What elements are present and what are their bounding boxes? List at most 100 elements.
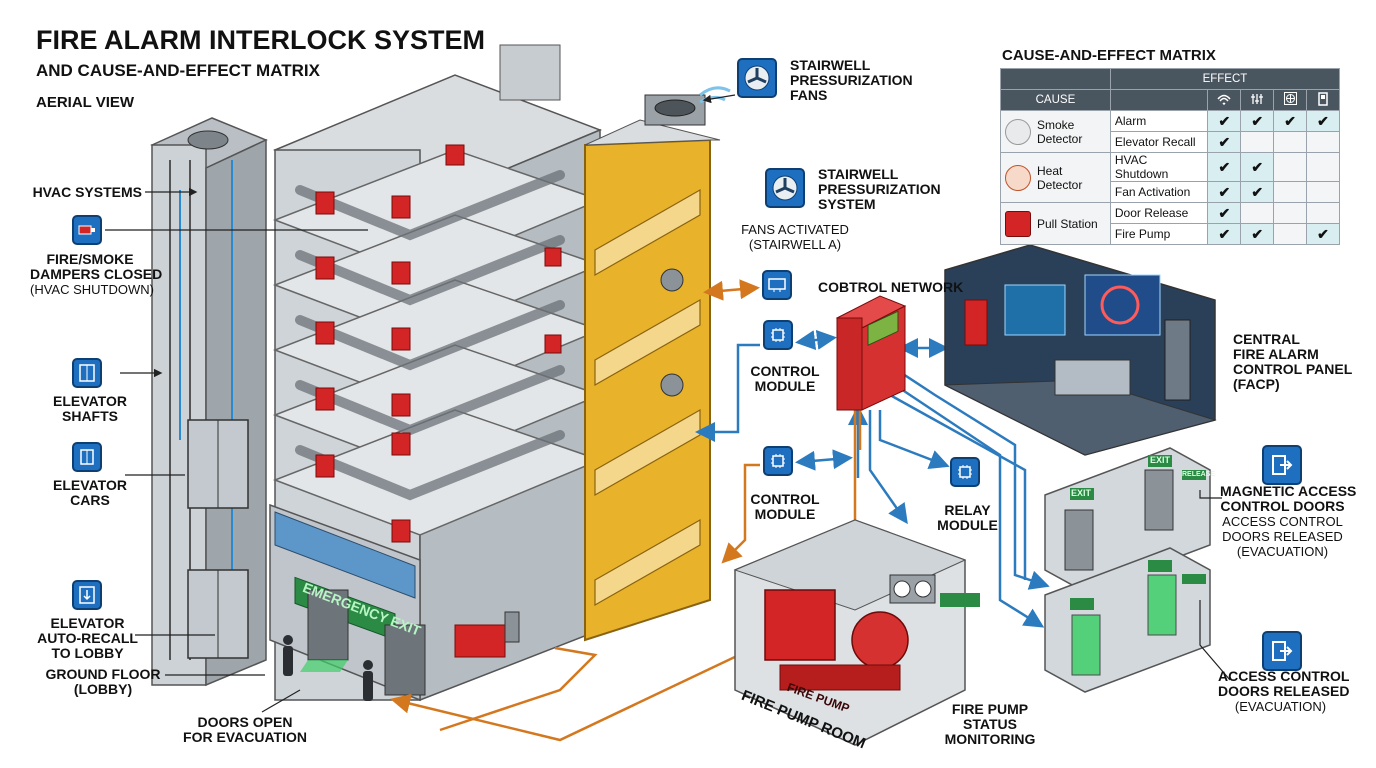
cause-smoke-detector: Smoke Detector — [1000, 110, 1111, 153]
matrix-check: ✔ — [1207, 131, 1242, 153]
pull-station-icon — [1005, 210, 1031, 237]
label-fans-activated: FANS ACTIVATED (STAIRWELL A) — [741, 222, 849, 252]
matrix-table: EFFECT CAUSE — [1000, 68, 1341, 245]
elevator-icon — [1240, 89, 1275, 111]
hvac-fan-icon — [1273, 89, 1308, 111]
label-relay-module: RELAY MODULE — [937, 502, 998, 533]
matrix-check — [1273, 131, 1308, 153]
alarm-horn-icon — [1207, 89, 1242, 111]
heat-detector-icon — [1005, 164, 1031, 191]
matrix-title: CAUSE-AND-EFFECT MATRIX — [1002, 47, 1216, 64]
matrix-check: ✔ — [1240, 181, 1275, 203]
matrix-check — [1306, 202, 1340, 224]
pressurization-fan-icon — [737, 58, 777, 98]
elevator-shaft-tower — [150, 117, 268, 687]
matrix-check: ✔ — [1240, 110, 1275, 132]
matrix-check: ✔ — [1207, 152, 1242, 182]
matrix-header-blank — [1000, 68, 1111, 90]
matrix-check: ✔ — [1207, 223, 1242, 245]
control-network-wiring — [390, 279, 1050, 742]
matrix-check — [1240, 202, 1275, 224]
matrix-check — [1273, 202, 1308, 224]
matrix-check: ✔ — [1306, 223, 1340, 245]
label-magnetic-doors: MAGNETIC ACCESS CONTROL DOORS ACCESS CON… — [1220, 483, 1357, 560]
door-exit-icon-upper — [1262, 445, 1302, 485]
title-sub: AND CAUSE-AND-EFFECT MATRIX — [36, 61, 320, 80]
label-doors-open: DOORS OPEN FOR EVACUATION — [183, 714, 307, 745]
label-ground-floor: GROUND FLOOR (LOBBY) — [45, 666, 161, 697]
effect-label: Door Release — [1109, 202, 1209, 224]
label-control-network: COBTROL NETWORK — [818, 279, 964, 295]
diagram-title: FIRE ALARM INTERLOCK SYSTEM — [36, 26, 485, 54]
control-room — [944, 244, 1217, 456]
elevator-car-icon — [72, 442, 102, 472]
effect-label: HVAC Shutdown — [1109, 152, 1209, 182]
label-pressurization-fans: STAIRWELL PRESSURIZATION FANS — [790, 57, 913, 103]
matrix-row-heat-hvac: Heat Detector HVAC Shutdown ✔ ✔ — [1000, 152, 1340, 203]
main-building — [269, 44, 731, 702]
matrix-check — [1273, 152, 1308, 182]
cause-effect-matrix: CAUSE-AND-EFFECT MATRIX EFFECT CAUSE — [1000, 47, 1341, 245]
door-icon — [1306, 89, 1340, 111]
smoke-detector-icon — [1005, 118, 1031, 145]
matrix-check: ✔ — [1306, 110, 1340, 132]
door-exit-icon-lower — [1262, 631, 1302, 671]
control-module-1-icon — [763, 320, 793, 350]
stair-fan-module-icon — [762, 270, 792, 300]
matrix-check — [1306, 152, 1340, 182]
matrix-check — [1306, 131, 1340, 153]
matrix-check — [1240, 131, 1275, 153]
damper-icon — [72, 215, 102, 245]
release-sign-upper: RELEASE — [1182, 471, 1216, 478]
label-elevator-recall: ELEVATOR AUTO-RECALL TO LOBBY — [37, 615, 138, 661]
matrix-check: ✔ — [1273, 110, 1308, 132]
view-label: AERIAL VIEW — [36, 95, 134, 110]
label-access-released: ACCESS CONTROL DOORS RELEASED (EVACUATIO… — [1218, 668, 1350, 715]
effect-label: Alarm — [1109, 110, 1209, 132]
elevator-shaft-icon — [72, 358, 102, 388]
title-main: FIRE ALARM INTERLOCK SYSTEM — [36, 25, 485, 55]
label-elevator-cars: ELEVATOR CARS — [53, 477, 127, 508]
matrix-check: ✔ — [1207, 181, 1242, 203]
matrix-check — [1306, 181, 1340, 203]
matrix-header-row-1: EFFECT — [1000, 68, 1341, 90]
label-facp: CENTRAL FIRE ALARM CONTROL PANEL (FACP) — [1233, 331, 1353, 392]
cause-pull-station: Pull Station — [1000, 202, 1111, 245]
lobby-door-right — [384, 624, 426, 696]
matrix-check — [1273, 181, 1308, 203]
matrix-cause-header: CAUSE — [1000, 89, 1111, 111]
relay-module-icon — [950, 457, 980, 487]
control-module-2-icon — [763, 446, 793, 476]
effect-label: Fan Activation — [1109, 181, 1209, 203]
matrix-check: ✔ — [1207, 202, 1242, 224]
exit-sign-upper-right: EXIT — [1150, 455, 1171, 465]
pressurization-system-icon — [765, 168, 805, 208]
matrix-check — [1273, 223, 1308, 245]
label-dampers: FIRE/SMOKE DAMPERS CLOSED (HVAC SHUTDOWN… — [30, 251, 163, 298]
matrix-header-row-2: CAUSE — [1000, 89, 1340, 111]
effect-label: Fire Pump — [1109, 223, 1209, 245]
exit-sign-upper-left: EXIT — [1071, 488, 1092, 498]
matrix-row-smoke-recall: Elevator Recall ✔ — [1001, 131, 1340, 153]
fire-pump-room — [733, 519, 980, 746]
stairwell-fans — [660, 268, 684, 397]
matrix-check: ✔ — [1207, 110, 1242, 132]
matrix-check: ✔ — [1240, 152, 1275, 182]
label-control-module-1: CONTROL MODULE — [750, 363, 820, 394]
label-elevator-shafts: ELEVATOR SHAFTS — [53, 393, 127, 424]
matrix-effect-header: EFFECT — [1109, 68, 1341, 90]
fire-pump-body — [764, 589, 836, 661]
label-pressurization-system: STAIRWELL PRESSURIZATION SYSTEM — [818, 166, 941, 212]
matrix-row-pull-door: Pull Station Door Release ✔ — [1000, 202, 1340, 245]
label-pump-status: FIRE PUMP STATUS MONITORING — [944, 701, 1036, 747]
shaft-roof-fan-icon — [187, 130, 229, 150]
diagram-subtitle: AND CAUSE-AND-EFFECT MATRIX — [36, 62, 320, 80]
matrix-row-heat-fan: Fan Activation ✔ ✔ — [1001, 181, 1340, 203]
cause-heat-detector: Heat Detector — [1000, 152, 1111, 203]
matrix-row-smoke-alarm: Smoke Detector Alarm ✔ ✔ ✔ ✔ — [1000, 110, 1340, 153]
matrix-row-pull-pump: Fire Pump ✔ ✔ ✔ — [1001, 223, 1340, 245]
door-leader-lines — [1199, 490, 1231, 681]
elevator-recall-icon — [72, 580, 102, 610]
